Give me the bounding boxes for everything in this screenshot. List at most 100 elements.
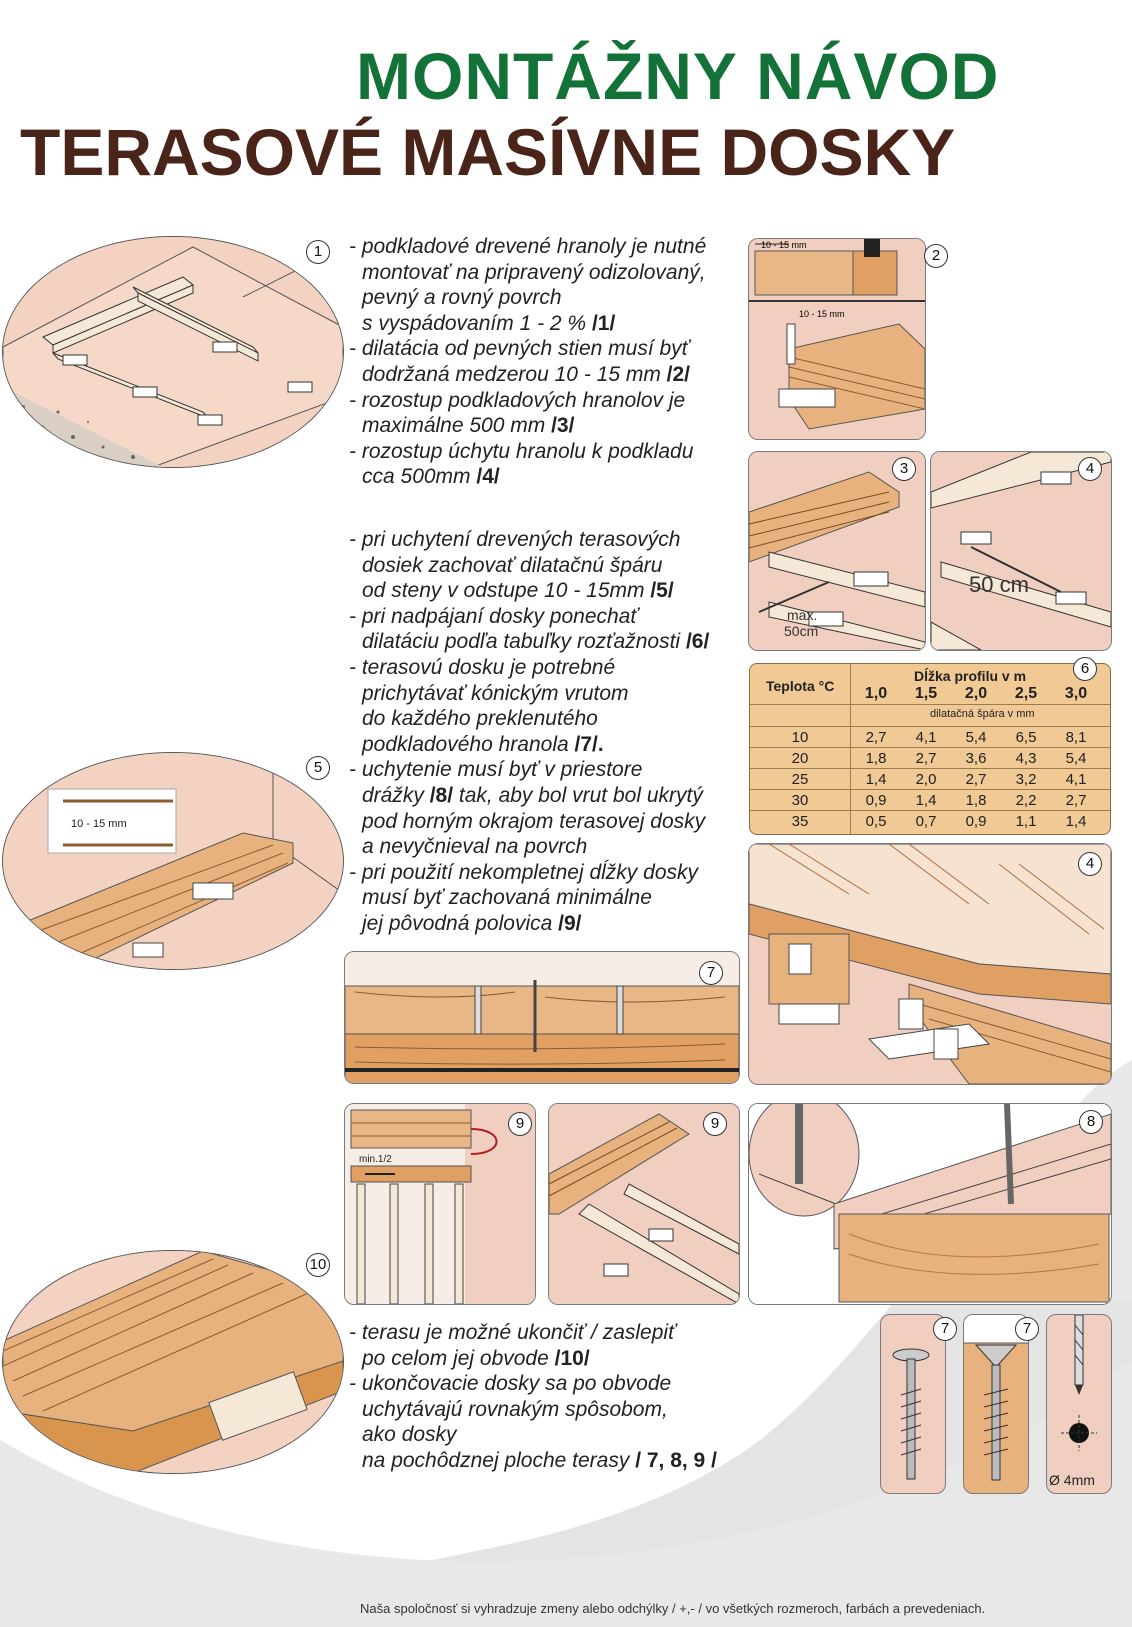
instruction-line: a nevyčnieval na povrch	[362, 835, 588, 859]
table-cell: 0,9	[865, 792, 887, 809]
table-cell: 5,4	[965, 729, 987, 746]
figure-ref: /4/	[476, 465, 500, 489]
instructions-block-1: - podkladové drevené hranoly je nutné mo…	[349, 234, 706, 490]
instruction-line: podkladového hranola /7/.	[362, 732, 604, 756]
instruction-line: dilatáciu podľa tabuľky rozťažnosti /6/	[362, 630, 710, 654]
table-row: 30 0,9 1,4 1,8 2,2 2,7	[750, 789, 1110, 811]
table-divider	[850, 664, 851, 834]
figure-10-illustration	[3, 1251, 343, 1473]
dimension-label: 50 cm	[969, 572, 1029, 597]
table-cell: 3,2	[1015, 771, 1037, 788]
table-cell: 5,4	[1065, 750, 1087, 767]
instruction-line: od steny v odstupe 10 - 15mm /5/	[362, 579, 674, 603]
screw-panel-2	[963, 1314, 1029, 1494]
instruction-line: - podkladové drevené hranoly je nutné	[349, 235, 707, 258]
figure-2-illustration: 10 - 15 mm 10 - 15 mm	[749, 239, 925, 439]
table-row: 35 0,5 0,7 0,9 1,1 1,4	[750, 810, 1110, 832]
dimension-label: 10 - 15 mm	[799, 309, 845, 319]
table-cell: 1,4	[1065, 813, 1087, 830]
table-row: 10 2,7 4,1 5,4 6,5 8,1	[750, 726, 1110, 748]
figure-number: 6	[1073, 657, 1097, 681]
dimension-label: max.	[787, 607, 817, 623]
figure-ref: /9/	[558, 911, 582, 935]
instruction-line: po celom jej obvode /10/	[362, 1346, 590, 1370]
expansion-table: Teplota °C Dĺžka profilu v m 1,0 1,5 2,0…	[749, 663, 1111, 835]
table-cell: 2,2	[1015, 792, 1037, 809]
table-cell: 1,4	[915, 792, 937, 809]
instructions-block-3: - terasu je možné ukončiť / zaslepiť po …	[349, 1320, 717, 1474]
figure-number: 8	[1079, 1110, 1103, 1134]
dimension-label: 10 - 15 mm	[761, 240, 807, 250]
instruction-line: dodržaná medzerou 10 - 15 mm /2/	[362, 362, 691, 386]
instruction-line: - pri použití nekompletnej dĺžky dosky	[349, 860, 698, 884]
footer-disclaimer: Naša spoločnosť si vyhradzuje zmeny aleb…	[360, 1601, 986, 1616]
figure-ref: /1/	[591, 311, 616, 335]
table-temp-header: Teplota °C	[766, 678, 835, 694]
figure-ref: /2/	[666, 362, 691, 386]
table-cell: 0,9	[965, 813, 987, 830]
figure-ref: /6/	[685, 630, 710, 654]
figure-ref: /7/.	[574, 732, 604, 756]
table-sub-header-row	[750, 704, 1110, 726]
figure-9a-illustration: min.1/2	[345, 1104, 535, 1304]
dimension-label: 50cm	[784, 623, 818, 639]
table-cell: 4,3	[1015, 750, 1037, 767]
figure-5-oval: 10 - 15 mm	[2, 752, 344, 970]
drill-bit-icon: Ø 4mm	[1049, 1315, 1097, 1488]
figure-5-illustration: 10 - 15 mm	[3, 753, 343, 969]
dimension-label: 10 - 15 mm	[71, 818, 127, 830]
screw-panel-1	[880, 1314, 946, 1494]
table-cell-temp: 25	[791, 771, 809, 788]
figure-number: 9	[703, 1112, 727, 1136]
instruction-line: uchytávajú rovnakým spôsobom,	[362, 1397, 668, 1421]
figure-ref: /10/	[554, 1346, 590, 1370]
figure-7-illustration	[345, 952, 739, 1083]
table-cell: 2,7	[1065, 792, 1087, 809]
table-cell: 3,6	[965, 750, 987, 767]
instruction-line: - ukončovacie dosky sa po obvode	[349, 1372, 672, 1396]
figure-9b-illustration	[549, 1104, 739, 1304]
table-cell: 4,1	[915, 729, 937, 746]
figure-ref: /8/	[429, 783, 454, 807]
figure-ref: /5/	[650, 579, 674, 603]
instruction-line: drážky /8/ tak, aby bol vrut bol ukrytý	[362, 783, 703, 807]
drill-size-label: Ø 4mm	[1049, 1472, 1095, 1488]
screw-2-icon	[964, 1315, 1028, 1481]
figure-8-illustration	[749, 1104, 1111, 1304]
figure-4-illustration: 50 cm	[931, 452, 1111, 650]
table-row: 25 1,4 2,0 2,7 3,2 4,1	[750, 768, 1110, 790]
figure-7-panel	[344, 951, 740, 1084]
instruction-line: montovať na pripravený odizolovaný,	[362, 260, 706, 284]
instruction-line: - rozostup úchytu hranolu k podkladu	[349, 439, 694, 463]
instruction-line: na pochôdznej ploche terasy / 7, 8, 9 /	[362, 1448, 717, 1472]
instruction-line: prichytávať kónickým vrutom	[362, 681, 629, 705]
instruction-line: musí byť zachovaná minimálne	[362, 886, 652, 910]
table-cell: 1,4	[865, 771, 887, 788]
table-cell: 1,1	[1015, 813, 1037, 830]
figure-number: 10	[306, 1253, 330, 1277]
figure-number: 7	[1015, 1317, 1039, 1341]
instruction-line: cca 500mm /4/	[362, 465, 500, 489]
table-cell: 1,8	[865, 750, 887, 767]
figure-ref: / 7, 8, 9 /	[635, 1448, 717, 1472]
figure-4-panel: 50 cm	[930, 451, 1112, 651]
figure-number: 2	[924, 244, 948, 268]
instruction-line: - pri uchytení drevených terasových	[349, 528, 681, 551]
table-col-header: 1,0	[864, 685, 888, 702]
table-cell: 8,1	[1065, 729, 1087, 746]
figure-10-oval	[2, 1250, 344, 1474]
figure-number: 4	[1078, 852, 1102, 876]
instruction-line: maximálne 500 mm /3/	[362, 414, 575, 438]
dimension-label: min.1/2	[359, 1154, 392, 1165]
table-cell-temp: 30	[791, 792, 809, 809]
instruction-line: s vyspádovaním 1 - 2 % /1/	[362, 311, 616, 335]
table-cell-temp: 20	[791, 750, 809, 767]
instruction-line: jej pôvodná polovica /9/	[362, 911, 582, 935]
instruction-line: - pri nadpájaní dosky ponechať	[349, 604, 638, 628]
instructions-block-2: - pri uchytení drevených terasových dosi…	[349, 527, 709, 937]
figure-number: 1	[306, 240, 330, 264]
figure-4b-panel	[748, 843, 1112, 1085]
instruction-line: - uchytenie musí byť v priestore	[349, 758, 643, 782]
figure-3-panel: max. 50cm	[748, 451, 926, 651]
instruction-line: do každého preklenutého	[362, 707, 598, 731]
